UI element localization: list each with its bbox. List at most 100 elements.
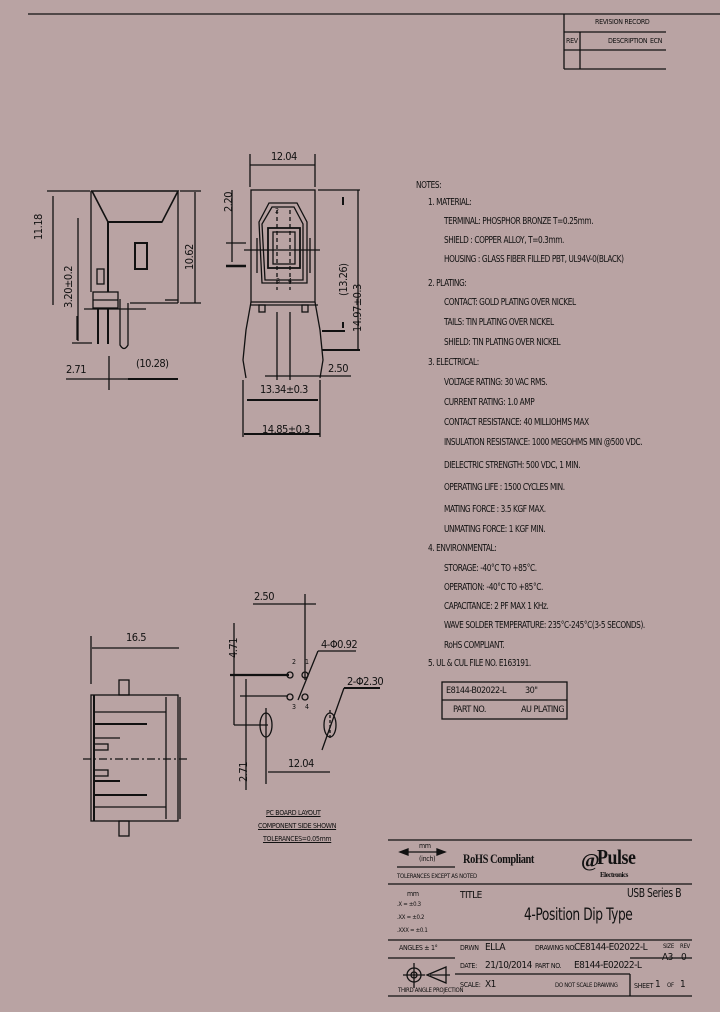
size-value: A3: [662, 952, 673, 963]
dim-width-top: 12.04: [271, 150, 297, 163]
drawing-title: 4-Position Dip Type: [524, 905, 633, 925]
drawing-no-value: CE8144-E02022-L: [574, 942, 648, 953]
note-section-title: 2. PLATING:: [428, 278, 467, 289]
dim-pcb-top-height: 4.71: [227, 637, 240, 658]
tolerance-xxx: .XXX = ±0.1: [397, 927, 428, 934]
scale-label: SCALE:: [460, 981, 481, 989]
dim-pin-offset: 3.20±0.2: [62, 265, 75, 308]
note-item: OPERATION: -40°C TO +85°C.: [444, 582, 543, 593]
dim-inner-width: 13.34±0.3: [260, 383, 308, 396]
note-item: OPERATING LIFE : 1500 CYCLES MIN.: [444, 482, 565, 493]
pcb-pin-label-1: 1: [305, 658, 309, 666]
rev-column-header: REV: [566, 37, 578, 45]
note-item: UNMATING FORCE: 1 KGF MIN.: [444, 524, 546, 535]
note-item: RoHS COMPLIANT.: [444, 640, 505, 651]
rev-label: REV: [680, 943, 690, 950]
note-item: CURRENT RATING: 1.0 AMP: [444, 397, 535, 408]
dim-body-height: 10.62: [183, 244, 196, 270]
tolerance-xx: .XX = ±0.2: [397, 914, 425, 921]
dim-large-holes: 2-Φ2.30: [347, 675, 384, 688]
note-item: SHIELD : COPPER ALLOY, T=0.3mm.: [444, 235, 564, 246]
pcb-pin-label-4: 4: [305, 703, 309, 711]
drwn-label: DRWN: [460, 944, 479, 952]
dim-small-holes: 4-Φ0.92: [321, 638, 358, 651]
date-label: DATE:: [460, 962, 477, 970]
rev-value: 0: [681, 952, 687, 963]
drwn-value: ELLA: [485, 942, 506, 953]
revision-record-title: REVISION RECORD: [595, 18, 650, 26]
dim-overall-height: 14.97±0.3: [351, 284, 364, 332]
dim-overall-height: 11.18: [32, 214, 45, 240]
note-item: VOLTAGE RATING: 30 VAC RMS.: [444, 377, 548, 388]
title-label: TITLE: [460, 890, 482, 901]
dim-depth: (10.28): [136, 357, 169, 370]
note-item: TERMINAL: PHOSPHOR BRONZE T=0.25mm.: [444, 216, 594, 227]
bottom-view-outline: [83, 636, 188, 837]
pulse-logo-mark-icon: @: [581, 850, 600, 872]
drawing-no-label: DRAWING NO.: [535, 944, 576, 952]
side-view-outline: [47, 190, 201, 390]
note-item: INSULATION RESISTANCE: 1000 MEGOHMS MIN …: [444, 437, 643, 448]
dim-hole-spacing: 12.04: [288, 757, 314, 770]
projection-label: THIRD ANGLE PROJECTION: [398, 987, 464, 994]
angles-label: ANGLES ± 1°: [399, 944, 438, 952]
series-label: USB Series B: [627, 886, 682, 900]
note-item: CONTACT RESISTANCE: 40 MILLIOHMS MAX: [444, 417, 589, 428]
ecn-column-header: ECN: [650, 37, 663, 45]
notes-heading: NOTES:: [416, 180, 442, 191]
note-section-title: 5. UL & CUL FILE NO. E163191.: [428, 658, 531, 669]
tolerance-caption: TOLERANCES EXCEPT AS NOTED: [397, 873, 477, 880]
note-item: DIELECTRIC STRENGTH: 500 VDC, 1 MIN.: [444, 460, 581, 471]
note-section-title: 3. ELECTRICAL:: [428, 357, 479, 368]
pcb-caption-line-1: PC BOARD LAYOUT: [266, 809, 321, 817]
rohs-compliant-label: RoHS Compliant: [463, 851, 534, 866]
pcb-caption-line-3: TOLERANCES=0.05mm: [263, 835, 332, 843]
pcb-caption-line-2: COMPONENT SIDE SHOWN: [258, 822, 337, 830]
dim-pcb-bottom-height: 2.71: [237, 761, 250, 782]
tolerance-x: .X = ±0.3: [397, 901, 421, 908]
note-item: HOUSING : GLASS FIBER FILLED PBT, UL94V-…: [444, 254, 624, 265]
unit-sub: (inch): [419, 855, 436, 863]
part-no-label: PART NO.: [535, 962, 562, 970]
note-item: SHIELD: TIN PLATING OVER NICKEL: [444, 337, 561, 348]
description-column-header: DESCRIPTION: [608, 37, 648, 45]
note-item: TAILS: TIN PLATING OVER NICKEL: [444, 317, 554, 328]
sheet-value: 1: [655, 979, 661, 990]
part-no-header: PART NO.: [453, 705, 486, 715]
note-item: CONTACT: GOLD PLATING OVER NICKEL: [444, 297, 576, 308]
dim-pcb-pin-pitch: 2.50: [254, 590, 275, 603]
dim-inner-height: (13.26): [337, 263, 350, 296]
of-label: OF: [667, 982, 674, 989]
do-not-scale-label: DO NOT SCALE DRAWING: [555, 982, 618, 989]
tolerance-mm: mm: [407, 890, 419, 898]
plating-cell: 30": [525, 686, 538, 696]
dim-pin-pitch: 2.50: [328, 362, 349, 375]
scale-value: X1: [485, 979, 496, 990]
unit-label: mm: [419, 842, 431, 850]
pcb-layout-outline: [230, 594, 380, 790]
dim-top-offset: 2.20: [222, 191, 235, 212]
front-view-outline: [226, 154, 360, 437]
part-no-value: E8144-E02022-L: [574, 960, 642, 971]
note-item: WAVE SOLDER TEMPERATURE: 235°C-245°C(3-5…: [444, 620, 645, 631]
note-item: MATING FORCE : 3.5 KGF MAX.: [444, 504, 546, 515]
pcb-pin-label-2: 2: [292, 658, 296, 666]
size-label: SIZE: [663, 943, 674, 950]
date-value: 21/10/2014: [485, 960, 532, 971]
pulse-logo-sub: Electronics: [600, 871, 628, 879]
note-item: CAPACITANCE: 2 PF MAX 1 KHz.: [444, 601, 549, 612]
pin-label-4: 4: [288, 277, 292, 285]
dim-length: 16.5: [126, 631, 147, 644]
part-number-cell: E8144-B02022-L: [446, 686, 507, 696]
dim-outer-width: 14.85±0.3: [262, 423, 310, 436]
dim-pin-pitch: 2.71: [66, 363, 87, 376]
pin-label-3: 3: [276, 277, 280, 285]
pin-label-2: 2: [275, 207, 279, 215]
note-section-title: 1. MATERIAL:: [428, 197, 472, 208]
note-section-title: 4. ENVIRONMENTAL:: [428, 543, 497, 554]
plating-header: AU PLATING: [521, 705, 565, 715]
sheet-label: SHEET: [634, 982, 654, 990]
of-value: 1: [680, 979, 686, 990]
note-item: STORAGE: -40°C TO +85°C.: [444, 563, 537, 574]
